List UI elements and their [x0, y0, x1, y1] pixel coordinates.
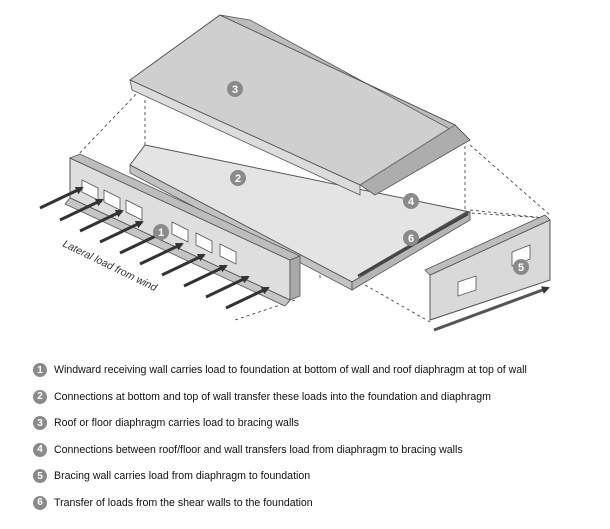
legend-text-1: Windward receiving wall carries load to …	[54, 364, 527, 376]
svg-text:1: 1	[158, 227, 164, 239]
legend-item-1: 1 Windward receiving wall carries load t…	[33, 362, 608, 378]
legend: 1 Windward receiving wall carries load t…	[33, 362, 608, 521]
bracing-opening-1	[457, 275, 477, 297]
legend-text-4: Connections between roof/floor and wall …	[54, 443, 463, 456]
legend-text-6: Transfer of loads from the shear walls t…	[54, 496, 313, 509]
windward-wall	[64, 153, 302, 307]
callout-badge-1: 1	[153, 224, 169, 240]
bracing-wall	[424, 214, 551, 332]
roof-diaphragm	[129, 14, 471, 196]
svg-text:3: 3	[232, 84, 238, 96]
legend-item-3: 3 Roof or floor diaphragm carries load t…	[33, 415, 608, 431]
wind-load-label: Lateral load from wind	[61, 238, 160, 295]
svg-text:4: 4	[408, 196, 415, 208]
roof-ridge-line	[359, 124, 456, 186]
legend-text-2: Connections at bottom and top of wall tr…	[54, 390, 491, 403]
callout-badge-2: 2	[230, 170, 246, 186]
svg-text:5: 5	[518, 262, 524, 274]
legend-badge-6: 6	[33, 495, 47, 510]
svg-text:2: 2	[235, 173, 241, 185]
svg-text:6: 6	[408, 233, 414, 245]
wall-openings	[81, 179, 237, 265]
legend-badge-5: 5	[33, 469, 47, 483]
legend-item-4: 4 Connections between roof/floor and wal…	[33, 442, 608, 458]
callout-badge-4: 4	[403, 193, 419, 209]
legend-text-3: Roof or floor diaphragm carries load to …	[54, 417, 299, 429]
legend-badge-4: 4	[33, 442, 47, 457]
legend-item-2: 2 Connections at bottom and top of wall …	[33, 389, 608, 405]
legend-badge-1: 1	[33, 363, 47, 377]
bracing-wall-rail	[433, 286, 550, 332]
load-path-diagram: 3 2 4 6 1 5 Lateral load from wind	[39, 14, 551, 332]
legend-badge-3: 3	[33, 416, 47, 430]
legend-item-5: 5 Bracing wall carries load from diaphra…	[33, 468, 608, 484]
legend-text-5: Bracing wall carries load from diaphragm…	[54, 470, 311, 482]
callout-badge-3: 3	[227, 81, 243, 97]
callout-badge-5: 5	[513, 259, 529, 275]
callout-badge-6: 6	[403, 230, 419, 246]
legend-item-6: 6 Transfer of loads from the shear walls…	[33, 495, 608, 511]
legend-badge-2: 2	[33, 389, 47, 404]
